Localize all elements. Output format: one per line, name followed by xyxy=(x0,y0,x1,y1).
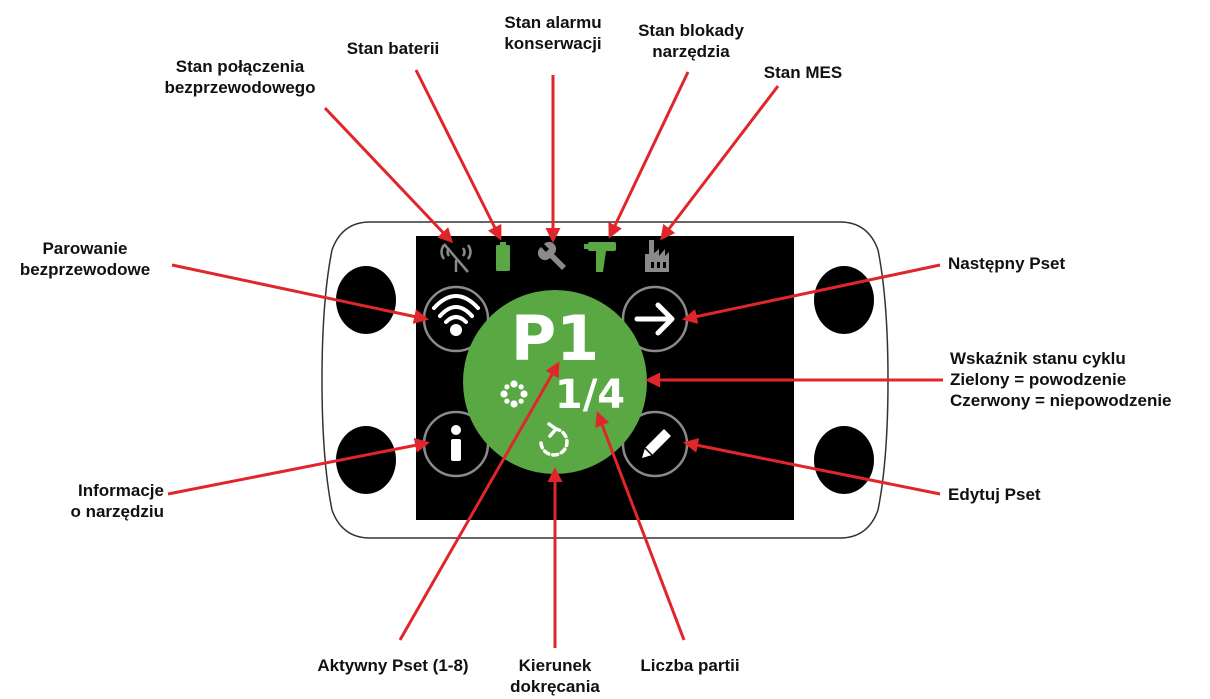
arrow-active-pset xyxy=(398,361,560,641)
label-tool-lock: Stan blokady narzędzia xyxy=(616,20,766,62)
arrow-tool-info xyxy=(167,437,430,496)
label-line: Parowanie xyxy=(42,239,128,258)
label-mes-status: Stan MES xyxy=(748,62,858,83)
cycle-dots-icon xyxy=(500,380,528,408)
label-line: Stan MES xyxy=(763,63,843,82)
physical-button-top-left[interactable] xyxy=(336,266,396,334)
label-next-pset: Następny Pset xyxy=(948,253,1098,274)
label-line: Stan połączenia xyxy=(175,57,305,76)
label-line: o narzędziu xyxy=(70,502,164,521)
arrow-right-icon xyxy=(634,302,675,336)
arrow-mes-status xyxy=(660,85,780,241)
label-line: Wskaźnik stanu cyklu xyxy=(950,349,1126,368)
batch-counter: 1/4 xyxy=(555,372,625,418)
cycle-status-indicator xyxy=(463,290,647,474)
label-line: konserwacji xyxy=(504,34,602,53)
label-wireless-pairing: Parowanie bezprzewodowe xyxy=(0,238,170,280)
label-line: Kierunek xyxy=(518,656,592,675)
label-maintenance-alarm: Stan alarmu konserwacji xyxy=(478,12,628,54)
label-cycle-indicator: Wskaźnik stanu cyklu Zielony = powodzeni… xyxy=(950,348,1205,411)
cycle-dot xyxy=(518,384,524,390)
arrow-edit-pset xyxy=(683,438,941,496)
arrow-next-pset xyxy=(682,263,941,324)
cycle-dot xyxy=(504,384,510,390)
arrow-wireless-status xyxy=(323,106,454,244)
wireless-off-icon xyxy=(440,243,472,273)
cycle-dot xyxy=(500,390,508,398)
cycle-dot xyxy=(504,398,510,404)
tool-lock-icon xyxy=(584,242,616,272)
label-line: Czerwony = niepowodzenie xyxy=(950,391,1172,410)
label-tool-info: Informacje o narzędziu xyxy=(10,480,164,522)
label-battery-status: Stan baterii xyxy=(323,38,463,59)
label-line: Następny Pset xyxy=(948,254,1066,273)
label-line: bezprzewodowe xyxy=(19,260,151,279)
label-line: dokręcania xyxy=(510,677,600,696)
wireless-pairing-icon xyxy=(432,294,480,336)
label-line: narzędzia xyxy=(652,42,730,61)
label-line: Stan baterii xyxy=(346,39,440,58)
label-line: bezprzewodowego xyxy=(164,78,316,97)
pencil-icon xyxy=(642,429,671,458)
label-active-pset: Aktywny Pset (1-8) xyxy=(298,655,488,676)
label-line: Stan blokady xyxy=(638,21,744,40)
label-line: Edytuj Pset xyxy=(948,485,1041,504)
cycle-dot xyxy=(510,400,518,408)
label-batch-count: Liczba partii xyxy=(620,655,760,676)
arrow-battery-status xyxy=(414,69,502,241)
label-wireless-status: Stan połączenia bezprzewodowego xyxy=(150,56,330,98)
wrench-icon xyxy=(537,241,566,270)
arrow-tool-lock xyxy=(608,71,690,239)
rotation-direction-icon xyxy=(539,422,569,457)
label-edit-pset: Edytuj Pset xyxy=(948,484,1068,505)
cycle-dot xyxy=(518,398,524,404)
battery-icon xyxy=(496,242,510,271)
label-line: Aktywny Pset (1-8) xyxy=(317,656,469,675)
cycle-dot xyxy=(520,390,528,398)
label-line: Informacje xyxy=(78,481,164,500)
label-line: Zielony = powodzenie xyxy=(950,370,1127,389)
physical-button-bottom-left[interactable] xyxy=(336,426,396,494)
cycle-dot xyxy=(510,380,518,388)
label-tightening-direction: Kierunek dokręcania xyxy=(495,655,615,697)
label-line: Liczba partii xyxy=(640,656,740,675)
label-line: Stan alarmu xyxy=(504,13,602,32)
arrow-wireless-pairing xyxy=(171,263,429,324)
info-icon xyxy=(451,425,461,461)
arrow-batch-count xyxy=(595,411,686,641)
factory-icon xyxy=(645,240,669,272)
